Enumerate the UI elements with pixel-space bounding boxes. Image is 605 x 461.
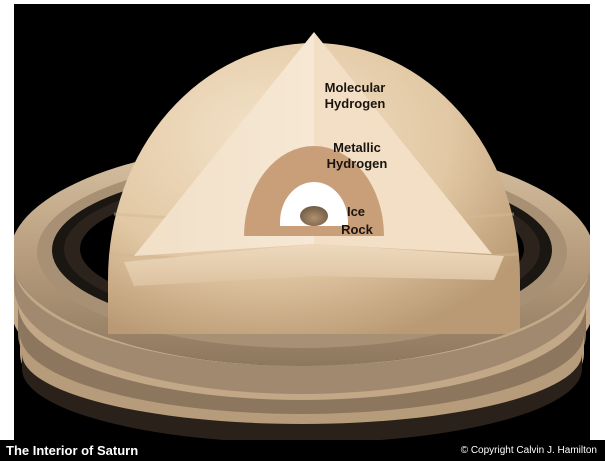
- label-molecular-hydrogen: Molecular Hydrogen: [310, 80, 400, 112]
- label-metallic-hydrogen: Metallic Hydrogen: [312, 140, 402, 172]
- caption-copyright: © Copyright Calvin J. Hamilton: [461, 445, 597, 456]
- label-ice: Ice: [336, 204, 376, 220]
- saturn-cutaway-svg: [14, 4, 590, 440]
- caption-title: The Interior of Saturn: [6, 443, 138, 458]
- caption-bar: The Interior of Saturn © Copyright Calvi…: [0, 440, 605, 461]
- saturn-interior-illustration: Molecular Hydrogen Metallic Hydrogen Ice…: [14, 4, 590, 440]
- rock-core: [300, 206, 328, 226]
- label-rock: Rock: [332, 222, 382, 238]
